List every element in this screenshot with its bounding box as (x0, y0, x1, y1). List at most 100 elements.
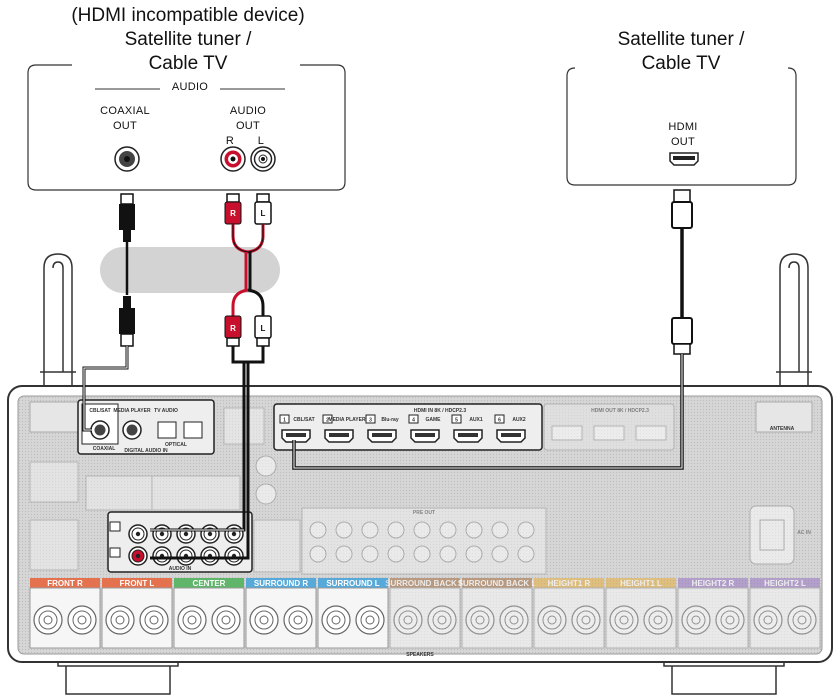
rca-top-l-label: L (261, 209, 266, 218)
left-device-title-line2: Satellite tuner / (124, 29, 252, 50)
preout-jack (387, 545, 405, 563)
speaker-label-text: SURROUND BACK L (458, 579, 537, 588)
analog-audio-in-panel: AUDIO IN (107, 511, 253, 573)
speaker-post-core (115, 615, 125, 625)
speaker-label-bar (462, 578, 532, 588)
speaker-terminal-group: SURROUND R (245, 578, 317, 649)
rca-top-r-label: R (230, 209, 236, 218)
device-rca-l-jack (250, 146, 276, 172)
hdmi-in-port-1: 1 CBL/SAT (279, 414, 315, 443)
preout-label: PRE OUT (413, 510, 435, 516)
ac-in-label: AC IN (797, 530, 811, 536)
hdmi-in-name: GAME (426, 417, 442, 423)
hdmi-in-label: HDMI IN 8K / HDCP2.3 (414, 408, 466, 414)
optical-section-label: OPTICAL (165, 442, 187, 448)
hdmi-in-name: MEDIA PLAYER (328, 417, 366, 423)
speaker-label-text: FRONT L (120, 579, 155, 588)
speaker-terminal-group: SURROUND BACK L (458, 578, 537, 649)
speaker-post-core (365, 615, 375, 625)
speaker-terminal-group: FRONT L (101, 578, 173, 649)
preout-jack (361, 545, 379, 563)
speaker-post-core (437, 615, 447, 625)
speaker-label-text: FRONT R (47, 579, 83, 588)
right-device-box (566, 67, 797, 186)
speaker-label-bar (30, 578, 100, 588)
device-coaxial-jack (114, 146, 140, 172)
speaker-label-bar (318, 578, 388, 588)
speaker-label: SPEAKERS (406, 652, 434, 658)
preout-jack (309, 545, 327, 563)
speaker-post-core (77, 615, 87, 625)
preout-jack (413, 545, 431, 563)
left-device-box (27, 64, 346, 191)
media-player-label: MEDIA PLAYER (113, 408, 151, 414)
hdmi-cable (292, 189, 693, 470)
rca-bottom-r-label: R (230, 324, 236, 333)
digital-audio-label: DIGITAL AUDIO IN (124, 448, 168, 454)
speaker-post-core (653, 615, 663, 625)
right-device-title: Satellite tuner / Cable TV (566, 28, 796, 76)
preout-jack (517, 521, 535, 539)
speaker-post-core (293, 615, 303, 625)
hdmi-out-panel-label: HDMI OUT 8K / HDCP2.3 (591, 408, 649, 414)
left-device-title-line3: Cable TV (148, 53, 228, 74)
preout-jack (335, 521, 353, 539)
speaker-label-text: SURROUND BACK R (385, 579, 465, 588)
antenna-left (40, 253, 76, 401)
rca-bottom-l-label: L (261, 324, 266, 333)
preout-jack (335, 545, 353, 563)
hdmi-out-panel: HDMI OUT 8K / HDCP2.3 (543, 403, 675, 451)
analog-audio-jack-pin (207, 531, 213, 537)
channel-l-label: L (257, 135, 265, 147)
or-pill (100, 247, 280, 293)
speaker-post-core (509, 615, 519, 625)
speaker-label-bar (174, 578, 244, 588)
hdmi-in-number: 3 (369, 418, 372, 424)
speaker-label-text: HEIGHT1 R (548, 579, 591, 588)
right-device-title-line1: Satellite tuner / (617, 29, 745, 50)
coax-jack-label: CBL/SAT (89, 408, 110, 414)
speaker-terminal-group: FRONT R (29, 578, 101, 649)
speaker-label-bar (678, 578, 748, 588)
speaker-post-core (149, 615, 159, 625)
speaker-terminal-group: HEIGHT2 R (677, 578, 749, 649)
antenna-terminal-left (29, 401, 79, 433)
channel-r-label: R (225, 135, 235, 147)
speaker-label-text: HEIGHT2 L (764, 579, 806, 588)
speaker-post-core (187, 615, 197, 625)
antenna-terminal-right (755, 401, 813, 433)
coaxial-out-label: COAXIAL OUT (100, 105, 150, 132)
speaker-terminal-group: SURROUND BACK R (385, 578, 465, 649)
speaker-label-bar (750, 578, 820, 588)
antenna-right (776, 253, 812, 401)
speaker-label-bar (246, 578, 316, 588)
analog-audio-jack-pin (231, 531, 237, 537)
speaker-post-core (581, 615, 591, 625)
hdmi-in-name: Blu-ray (381, 417, 398, 423)
hdmi-in-number: 1 (283, 418, 286, 424)
speaker-label-text: SURROUND L (326, 579, 379, 588)
preout-jack (309, 521, 327, 539)
speaker-label-text: HEIGHT2 R (692, 579, 735, 588)
speaker-post-core (725, 615, 735, 625)
speaker-post-core (691, 615, 701, 625)
analog-audio-jack-pin (159, 531, 165, 537)
device-rca-r-jack (220, 146, 246, 172)
speaker-post-core (331, 615, 341, 625)
digital-audio-in-panel: CBL/SAT COAXIAL OPTICAL DIGITAL AUDIO IN… (77, 399, 215, 455)
audio-group-label: AUDIO (155, 81, 225, 93)
speaker-label-text: SURROUND R (254, 579, 308, 588)
hdmi-in-port-3: 3 Blu-ray (365, 414, 399, 443)
hdmi-in-name: AUX2 (512, 417, 526, 423)
speaker-post-core (403, 615, 413, 625)
preout-jack (387, 521, 405, 539)
speaker-label-bar (390, 578, 460, 588)
hdmi-in-name: AUX1 (469, 417, 483, 423)
speaker-post-core (221, 615, 231, 625)
speaker-terminal-group: HEIGHT1 L (605, 578, 677, 649)
hdmi-in-name: CBL/SAT (293, 417, 314, 423)
